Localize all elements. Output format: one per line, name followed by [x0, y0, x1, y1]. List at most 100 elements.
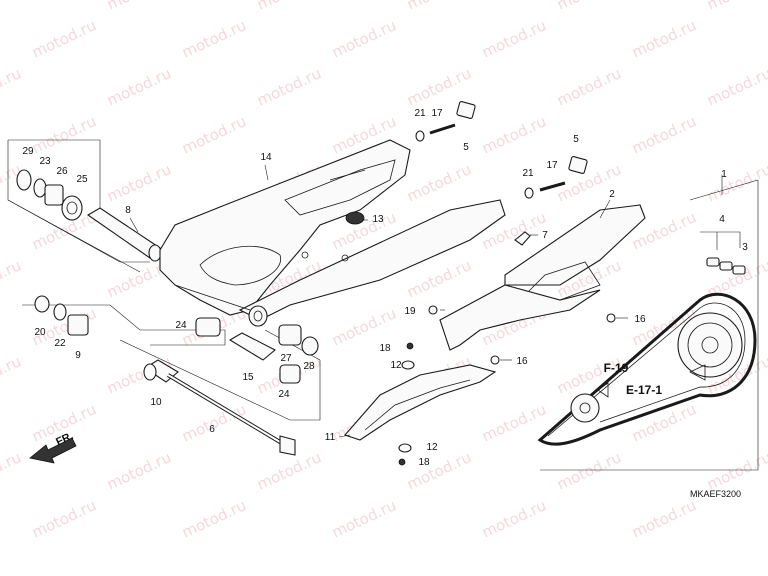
callout-5b[interactable]: 5 [573, 134, 579, 145]
rubber-13[interactable] [345, 211, 365, 225]
callout-24a[interactable]: 24 [175, 320, 187, 331]
bearing-26[interactable] [44, 184, 64, 206]
watermark-text: motod.ru [629, 112, 699, 157]
callout-27[interactable]: 27 [280, 353, 292, 364]
master-link-3[interactable] [706, 257, 746, 275]
callout-8[interactable]: 8 [125, 205, 131, 216]
watermark-text: motod.ru [479, 112, 549, 157]
ring-22[interactable] [53, 303, 67, 321]
callout-18b[interactable]: 18 [418, 457, 430, 468]
callout-21a[interactable]: 21 [414, 108, 426, 119]
watermark-text: motod.ru [554, 0, 624, 14]
nut-5a[interactable] [456, 101, 476, 119]
grommet-12b[interactable] [398, 443, 412, 453]
seal-28[interactable] [301, 336, 319, 356]
bolt-17a[interactable] [429, 123, 456, 135]
callout-13[interactable]: 13 [372, 214, 384, 225]
leader-lines [129, 164, 723, 438]
watermark-text: motod.ru [254, 0, 324, 14]
drive-chain-kit-1[interactable] [537, 179, 759, 471]
callout-24b[interactable]: 24 [278, 389, 290, 400]
diagram-code: MKAEF3200 [690, 489, 741, 499]
callout-12b[interactable]: 12 [426, 442, 438, 453]
watermark-text: motod.ru [404, 0, 474, 14]
bolt-17b[interactable] [539, 181, 566, 192]
watermark-text: motod.ru [479, 16, 549, 61]
callout-20[interactable]: 20 [34, 327, 46, 338]
ref-f19[interactable]: F-19 [604, 361, 629, 375]
ref-e17-1[interactable]: E-17-1 [626, 383, 662, 397]
bearing-27[interactable] [278, 324, 302, 346]
watermark-text: motod.ru [0, 256, 24, 301]
fasteners [398, 101, 616, 466]
watermark-text: motod.ru [104, 0, 174, 14]
callout-16a[interactable]: 16 [634, 314, 646, 325]
screw-16b[interactable] [490, 355, 500, 365]
callout-17b[interactable]: 17 [546, 160, 558, 171]
callout-29[interactable]: 29 [22, 146, 34, 157]
seal-20[interactable] [34, 295, 50, 313]
watermark-text: motod.ru [404, 448, 474, 493]
watermark-text: motod.ru [554, 448, 624, 493]
seal-29[interactable] [16, 169, 32, 191]
watermark-text: motod.ru [254, 448, 324, 493]
clip-18a[interactable] [406, 342, 414, 350]
callout-1[interactable]: 1 [721, 169, 727, 180]
callout-21b[interactable]: 21 [522, 168, 534, 179]
screw-19[interactable] [428, 305, 438, 315]
watermark-text: motod.ru [0, 0, 24, 14]
watermark-text: motod.ru [29, 16, 99, 61]
callout-5a[interactable]: 5 [463, 142, 469, 153]
watermark-text: motod.ru [704, 160, 768, 205]
grommet-12a[interactable] [401, 360, 415, 370]
watermark-text: motod.ru [704, 448, 768, 493]
callout-11[interactable]: 11 [325, 432, 336, 443]
callout-23[interactable]: 23 [39, 156, 51, 167]
callout-7[interactable]: 7 [542, 230, 548, 241]
watermark-text: motod.ru [104, 448, 174, 493]
watermark-text: motod.ru [104, 64, 174, 109]
callout-3[interactable]: 3 [742, 242, 748, 253]
callout-4[interactable]: 4 [719, 214, 725, 225]
callout-16b[interactable]: 16 [516, 356, 528, 367]
swingarm-14[interactable] [159, 139, 506, 327]
callout-10[interactable]: 10 [150, 397, 162, 408]
washer-21b[interactable] [524, 187, 534, 199]
callout-18a[interactable]: 18 [379, 343, 391, 354]
callout-22[interactable]: 22 [54, 338, 66, 349]
watermark-text: motod.ru [404, 160, 474, 205]
callout-15[interactable]: 15 [242, 372, 254, 383]
bracket-7[interactable] [514, 231, 531, 246]
bearing-25[interactable] [61, 195, 83, 221]
callout-6[interactable]: 6 [209, 424, 215, 435]
callout-12a[interactable]: 12 [390, 360, 402, 371]
callout-26[interactable]: 26 [56, 166, 68, 177]
chain-cover[interactable] [439, 284, 601, 351]
collar-15[interactable] [228, 332, 276, 361]
nut-5b[interactable] [568, 156, 588, 174]
callout-28[interactable]: 28 [303, 361, 315, 372]
bearing-9[interactable] [67, 314, 89, 336]
left-bearing-group [7, 139, 162, 273]
callout-labels: 1 2 3 4 5 5 6 7 8 9 10 11 12 12 13 14 15… [22, 108, 748, 499]
screw-16a[interactable] [606, 313, 616, 323]
watermark-text: motod.ru [629, 16, 699, 61]
callout-14[interactable]: 14 [260, 152, 272, 163]
collar-24a[interactable] [195, 317, 221, 337]
callout-9[interactable]: 9 [75, 350, 81, 361]
chain-slider-11[interactable] [344, 364, 497, 441]
collar-24b[interactable] [279, 364, 301, 384]
callout-25[interactable]: 25 [76, 174, 88, 185]
callout-2[interactable]: 2 [609, 189, 615, 200]
callout-17a[interactable]: 17 [431, 108, 443, 119]
ring-23[interactable] [33, 178, 47, 198]
washer-21a[interactable] [415, 130, 425, 142]
rear-sprocket[interactable] [677, 312, 743, 378]
front-sprocket[interactable] [570, 393, 600, 423]
clip-18b[interactable] [398, 458, 406, 466]
callout-19[interactable]: 19 [404, 306, 416, 317]
pivot-group [22, 295, 321, 456]
watermark-text: motod.ru [554, 64, 624, 109]
pivot-bolt-6[interactable] [279, 435, 296, 456]
